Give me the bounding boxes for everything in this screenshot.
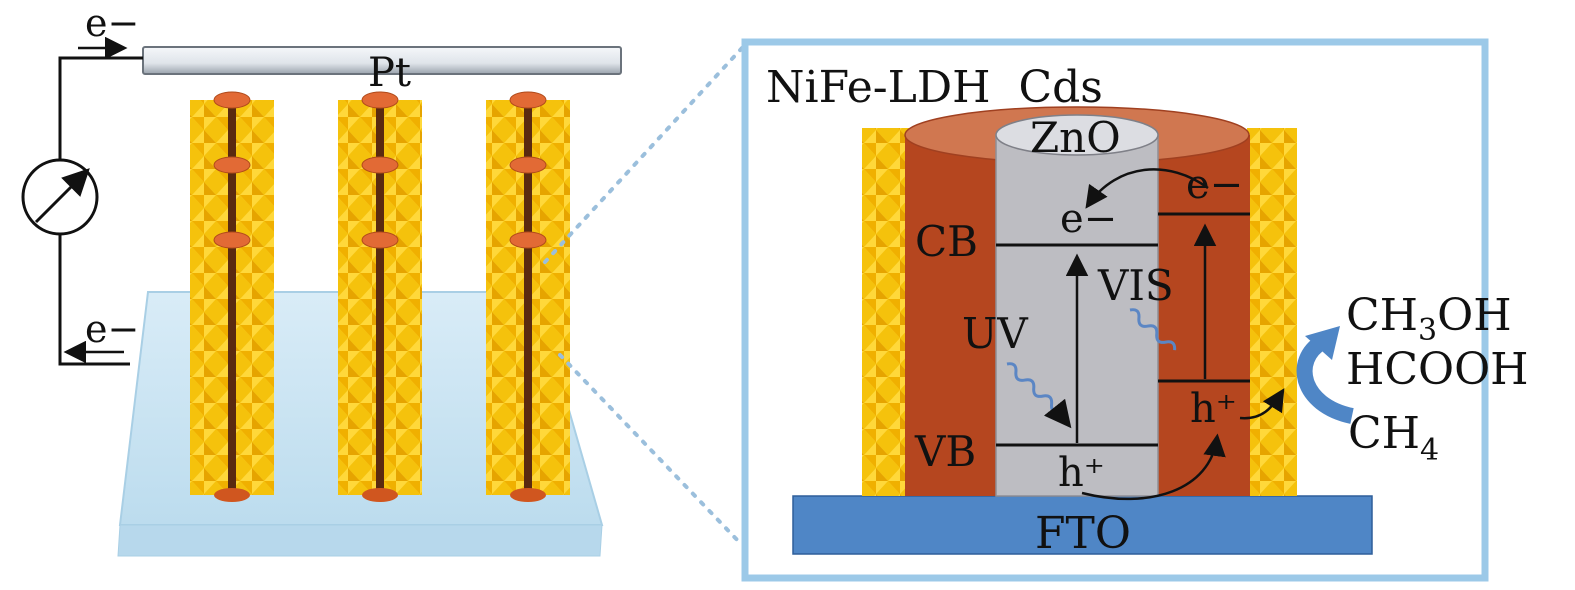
vis-label: VIS [1097, 261, 1174, 310]
nanorod-core [228, 171, 236, 240]
nanorod-base [362, 488, 398, 502]
nanorod-core [376, 246, 384, 495]
nanorod-base [510, 488, 546, 502]
hole-transfer-arrow [1081, 433, 1226, 501]
nanorod-core [524, 246, 532, 495]
material-label: NiFe-LDH Cds [766, 62, 1103, 113]
zno-top [995, 114, 1159, 156]
nanorod-cap [361, 231, 399, 249]
nanorod-core [376, 106, 384, 175]
vb-label: VB [914, 427, 976, 476]
left-panel: Pt e− e− [21, 1, 744, 557]
nanorod-core [228, 246, 236, 495]
zno-electron-label: e− [1060, 196, 1117, 242]
vis-light-wave [1129, 308, 1177, 351]
ldh-right-shell [1247, 128, 1297, 496]
nanorod-core [228, 106, 236, 175]
zoom-line-bottom [558, 353, 744, 547]
nanorod-core [524, 106, 532, 175]
product-methane: CH4 [1348, 408, 1439, 468]
nanorod-cap [361, 91, 399, 109]
bottom-electron-label: e− [85, 307, 139, 351]
nanorod-cap [213, 231, 251, 249]
zno-label: ZnO [1030, 113, 1121, 162]
cds-hole-label: h⁺ [1190, 386, 1237, 432]
uv-label: UV [962, 309, 1028, 358]
substrate-front-edge [117, 524, 603, 557]
pt-electrode [142, 46, 622, 75]
nanorod-cap [213, 156, 251, 174]
product-formic-acid: HCOOH [1346, 344, 1529, 395]
pt-label: Pt [368, 50, 411, 96]
nanorod-array [190, 91, 570, 502]
nanorod-cap [361, 156, 399, 174]
nanorod-core [524, 171, 532, 240]
fto-label: FTO [1035, 508, 1131, 559]
nanorod-cap [509, 156, 547, 174]
right-panel: FTO ZnO NiFe-LDH Cds CB VB e− e− h⁺ [741, 38, 1529, 582]
cds-electron-label: e− [1186, 162, 1243, 208]
cb-label: CB [915, 217, 978, 266]
product-methanol: CH3OH [1346, 290, 1512, 348]
hole-surface-arrow [1239, 388, 1285, 420]
uv-wave-arrowhead [1043, 398, 1072, 429]
reaction-arrow-icon [1296, 326, 1355, 424]
ammeter-icon [21, 158, 99, 236]
nanorod-cap [509, 231, 547, 249]
zno-hole-label: h⁺ [1058, 450, 1105, 496]
nanorod-base [214, 488, 250, 502]
nanorod-core [376, 171, 384, 240]
nanorod-cap [509, 91, 547, 109]
top-electron-label: e− [85, 1, 139, 45]
electron-transfer-arrow [1085, 168, 1209, 209]
ldh-left-shell [862, 128, 910, 496]
nanorod-cap [213, 91, 251, 109]
zoom-line-top [543, 46, 744, 264]
